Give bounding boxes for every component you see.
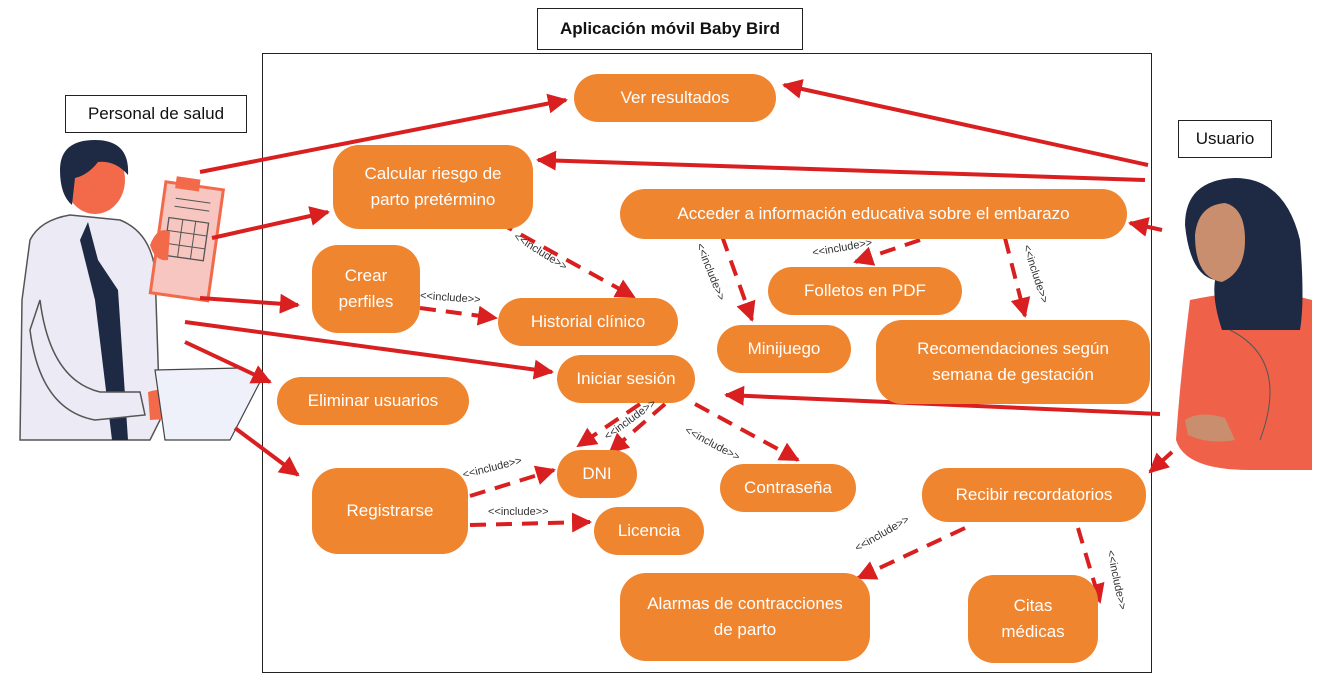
use-case-citas-medicas[interactable]: Citas médicas (968, 575, 1098, 663)
system-boundary (262, 53, 1152, 673)
use-case-ver-resultados[interactable]: Ver resultados (574, 74, 776, 122)
system-title: Aplicación móvil Baby Bird (537, 8, 803, 50)
use-case-iniciar-sesion[interactable]: Iniciar sesión (557, 355, 695, 403)
include-arrows (419, 220, 1105, 604)
use-case-recibir-recordatorios[interactable]: Recibir recordatorios (922, 468, 1146, 522)
use-case-crear-perfiles[interactable]: Crear perfiles (312, 245, 420, 333)
use-case-historial-clinico[interactable]: Historial clínico (498, 298, 678, 346)
use-case-registrarse[interactable]: Registrarse (312, 468, 468, 554)
use-case-minijuego[interactable]: Minijuego (717, 325, 851, 373)
actor-label-health-staff: Personal de salud (65, 95, 247, 133)
association-arrows (184, 79, 1174, 477)
use-case-contrasena[interactable]: Contraseña (720, 464, 856, 512)
use-case-alarmas-contracciones[interactable]: Alarmas de contracciones de parto (620, 573, 870, 661)
use-case-dni[interactable]: DNI (557, 450, 637, 498)
use-case-recomendaciones[interactable]: Recomendaciones según semana de gestació… (876, 320, 1150, 404)
use-case-calcular-riesgo[interactable]: Calcular riesgo de parto pretérmino (333, 145, 533, 229)
use-case-folletos-pdf[interactable]: Folletos en PDF (768, 267, 962, 315)
actor-label-user: Usuario (1178, 120, 1272, 158)
use-case-licencia[interactable]: Licencia (594, 507, 704, 555)
user-figure (1176, 178, 1312, 470)
use-case-acceder-informacion[interactable]: Acceder a información educativa sobre el… (620, 189, 1127, 239)
use-case-eliminar-usuarios[interactable]: Eliminar usuarios (277, 377, 469, 425)
health-staff-figure (19, 140, 263, 441)
include-label-registrarse-licencia: <<include>> (488, 506, 549, 518)
